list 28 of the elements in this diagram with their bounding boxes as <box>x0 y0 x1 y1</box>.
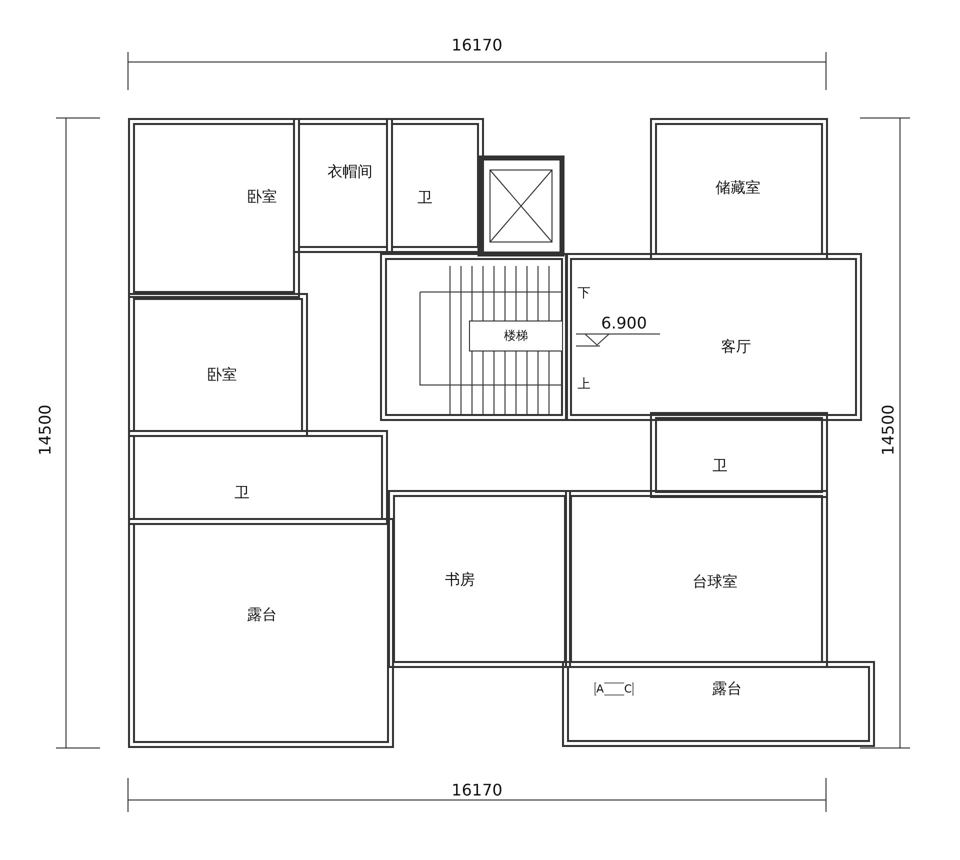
room-label: 衣帽间 <box>328 162 372 182</box>
room-label: 露台 <box>247 606 277 624</box>
room-outline <box>650 412 828 498</box>
plan-label: C <box>624 682 632 696</box>
room-outline <box>293 118 393 253</box>
room-outline <box>128 518 394 748</box>
room-label: 书房 <box>445 570 475 590</box>
room-outline <box>128 293 308 437</box>
room-label: 楼梯 <box>469 320 563 352</box>
room-outline <box>388 490 571 668</box>
room-outline <box>380 253 568 421</box>
room-label: 客厅 <box>721 338 751 356</box>
room-label: 储藏室 <box>716 178 760 198</box>
room-outline <box>386 118 484 253</box>
room-outline <box>650 118 828 260</box>
room-label: 卧室 <box>207 366 237 384</box>
plan-label: 下 <box>578 284 590 302</box>
room-label: 台球室 <box>692 572 738 592</box>
room-outline <box>562 661 875 747</box>
room-outline <box>128 430 388 525</box>
room-outline <box>565 490 828 668</box>
room-outline <box>128 118 300 298</box>
room-label: 露台 <box>712 680 742 698</box>
room-label: 卫 <box>234 484 250 502</box>
room-label: 卧室 <box>247 188 277 206</box>
plan-label: A <box>596 682 604 696</box>
room-label: 卫 <box>418 188 432 208</box>
room-label: 卫 <box>712 456 728 476</box>
